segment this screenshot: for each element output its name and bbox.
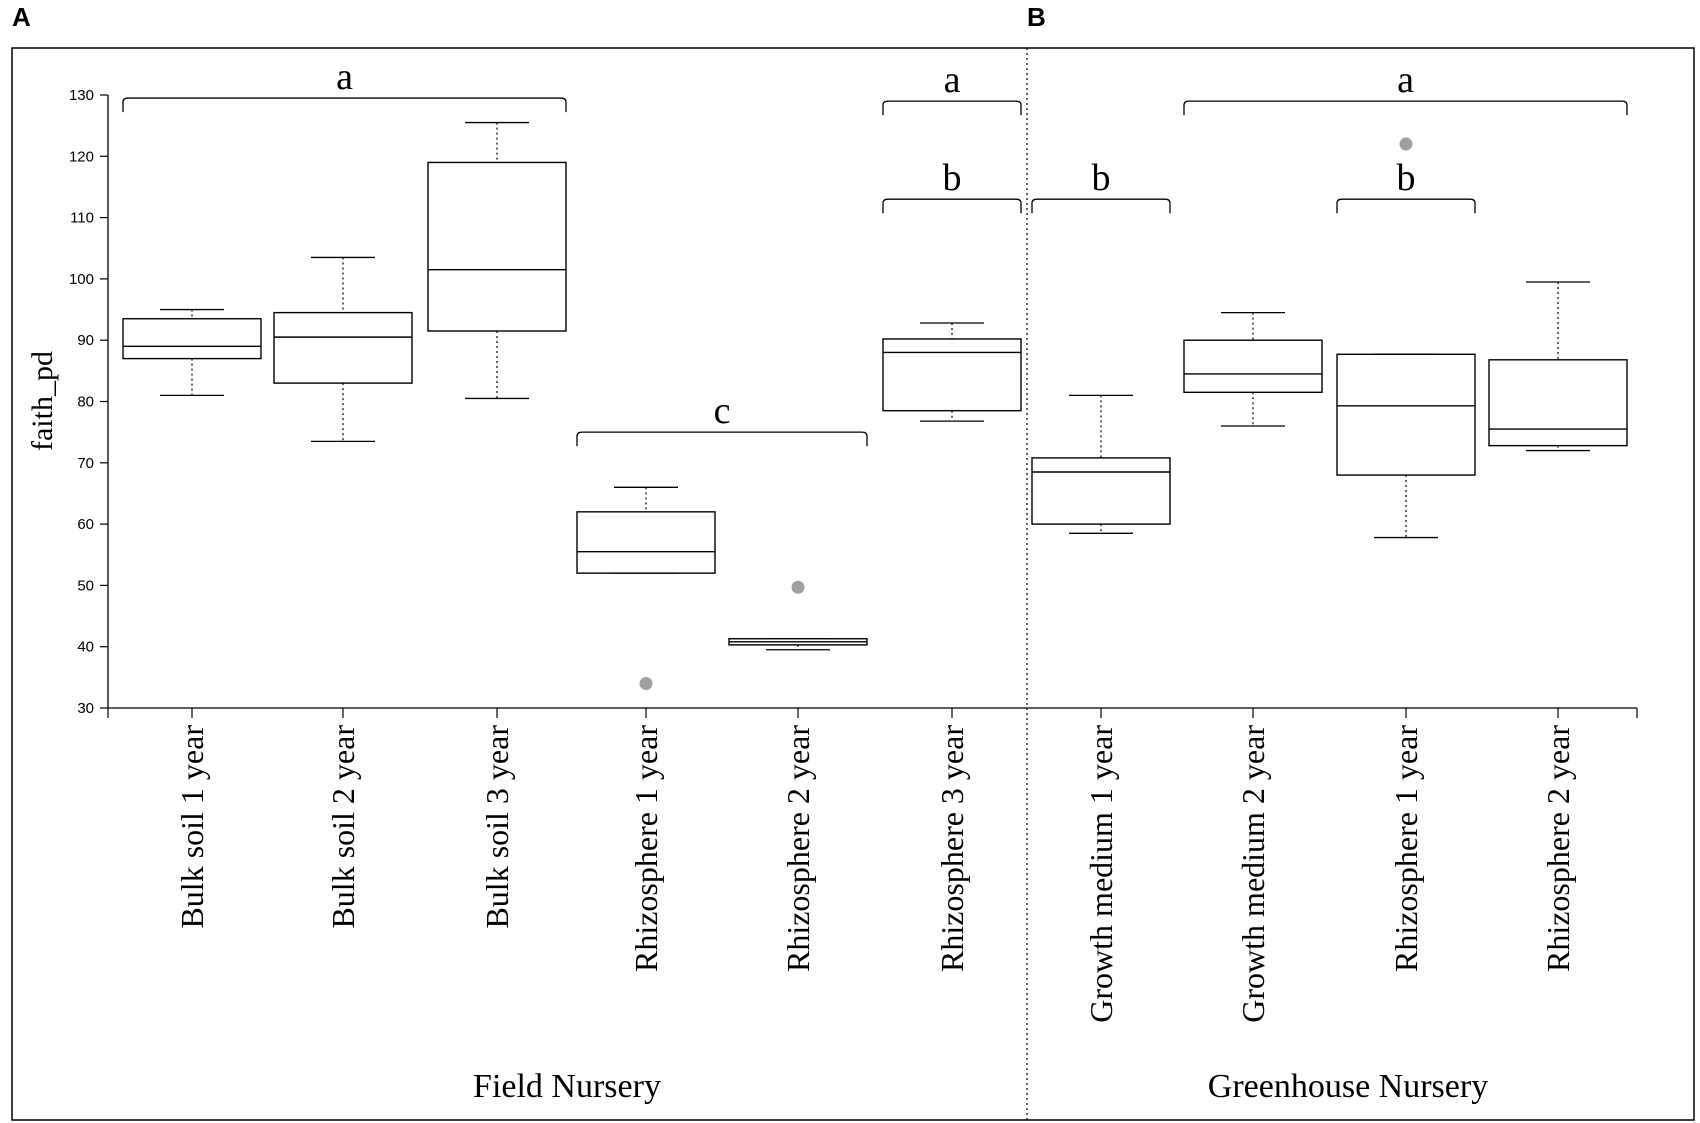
significance-letter: b — [1397, 157, 1416, 199]
x-category-label: Rhizosphere 3 year — [934, 725, 970, 972]
y-tick-label: 90 — [77, 332, 94, 349]
significance-bracket — [1031, 198, 1171, 214]
box-iqr — [273, 311, 413, 384]
x-category-label: Growth medium 2 year — [1235, 725, 1271, 1023]
significance-letter: a — [1397, 59, 1414, 101]
y-tick-label: 120 — [69, 148, 94, 165]
significance-letter: b — [1092, 157, 1111, 199]
box-iqr — [427, 161, 567, 332]
x-category-label: Rhizosphere 1 year — [1388, 725, 1424, 972]
x-category-label: Rhizosphere 1 year — [628, 725, 664, 972]
x-category-label: Growth medium 1 year — [1083, 725, 1119, 1023]
box-iqr — [122, 318, 262, 360]
axes-layer — [100, 94, 1638, 718]
significance-bracket — [1183, 100, 1628, 116]
y-axis-label: faith_pd — [26, 351, 59, 451]
y-tick-label: 80 — [77, 394, 94, 411]
box-iqr — [1031, 457, 1171, 525]
x-category-label: Bulk soil 1 year — [174, 725, 210, 929]
y-tick-label: 30 — [77, 700, 94, 717]
chart-border — [11, 47, 1695, 1121]
significance-bracket — [576, 431, 868, 447]
marks-layer — [122, 97, 1628, 690]
outlier-point — [639, 676, 653, 690]
significance-bracket — [1336, 198, 1476, 214]
box-iqr — [1183, 339, 1323, 394]
y-tick-label: 60 — [77, 516, 94, 533]
y-tick-label: 50 — [77, 577, 94, 594]
box-iqr — [1488, 359, 1628, 447]
y-tick-label: 70 — [77, 455, 94, 472]
box-iqr — [576, 511, 716, 574]
box-iqr — [1336, 353, 1476, 476]
panel-label-b: B — [1027, 2, 1046, 32]
outlier-point — [1399, 137, 1413, 151]
significance-letter: b — [943, 157, 962, 199]
significance-bracket — [882, 100, 1022, 116]
significance-letter: c — [714, 390, 731, 432]
box-iqr — [882, 338, 1022, 412]
significance-bracket — [122, 97, 567, 113]
group-label: Field Nursery — [473, 1068, 661, 1105]
x-category-label: Bulk soil 3 year — [479, 725, 515, 929]
x-category-label: Bulk soil 2 year — [325, 725, 361, 929]
y-tick-label: 100 — [69, 271, 94, 288]
significance-letter: a — [336, 56, 353, 98]
y-tick-label: 40 — [77, 639, 94, 656]
y-tick-label: 130 — [69, 87, 94, 104]
y-tick-label: 110 — [70, 210, 94, 227]
significance-letter: a — [944, 59, 961, 101]
text-layer: 30 40 50 60 70 80 90 100 110 120 130 faith_pd A Field… — [12, 2, 1576, 1105]
x-category-label: Rhizosphere 2 year — [780, 725, 816, 972]
significance-bracket — [882, 198, 1022, 214]
x-category-label: Rhizosphere 2 year — [1540, 725, 1576, 972]
outlier-point — [791, 580, 805, 594]
group-label: Greenhouse Nursery — [1208, 1068, 1488, 1105]
panel-label-a: A — [12, 2, 31, 32]
